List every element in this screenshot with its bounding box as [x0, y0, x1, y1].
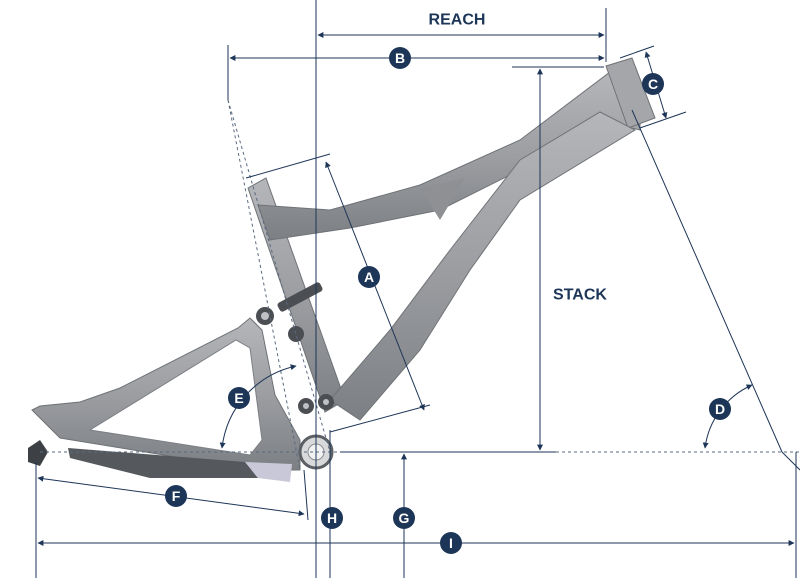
svg-text:D: D	[715, 401, 725, 417]
badge-h: H	[321, 507, 343, 529]
svg-text:E: E	[234, 390, 243, 406]
top-tube-gusset	[420, 178, 465, 220]
d-fork-axis-extension	[781, 451, 800, 471]
badge-i: I	[440, 532, 462, 554]
shock-mount	[288, 326, 304, 342]
c-bottom-tick	[639, 111, 687, 129]
d-fork-axis	[631, 109, 783, 453]
bike-frame	[28, 57, 656, 482]
seat-axis-guide	[227, 99, 331, 453]
dimension-lines	[35, 0, 800, 578]
shock-body	[277, 282, 323, 312]
badge-g: G	[393, 507, 415, 529]
badge-c: C	[642, 73, 664, 95]
f-front-tick	[303, 469, 309, 521]
dimension-labels: REACH STACK B C A D E F H	[165, 12, 731, 554]
badge-e: E	[228, 387, 250, 409]
badge-b: B	[389, 47, 411, 69]
chainstay-dark-panel	[68, 448, 258, 478]
badge-d: D	[709, 398, 731, 420]
stack-label: STACK	[553, 287, 607, 304]
svg-text:H: H	[327, 510, 337, 526]
linkage-pivot-upper-cap	[261, 312, 269, 320]
svg-text:F: F	[172, 488, 181, 504]
rear-dropout	[28, 440, 48, 466]
reach-label: REACH	[429, 12, 486, 29]
c-top-tick	[619, 45, 655, 59]
svg-text:B: B	[395, 50, 405, 66]
svg-text:G: G	[399, 510, 410, 526]
linkage-pivot-lower-right-cap	[323, 399, 329, 405]
linkage-pivot-lower-left-cap	[303, 403, 309, 409]
badge-f: F	[165, 485, 187, 507]
a-top-tick	[245, 153, 331, 179]
badge-a: A	[358, 266, 380, 288]
svg-text:I: I	[449, 535, 453, 551]
svg-text:A: A	[364, 269, 374, 285]
svg-text:C: C	[648, 76, 658, 92]
